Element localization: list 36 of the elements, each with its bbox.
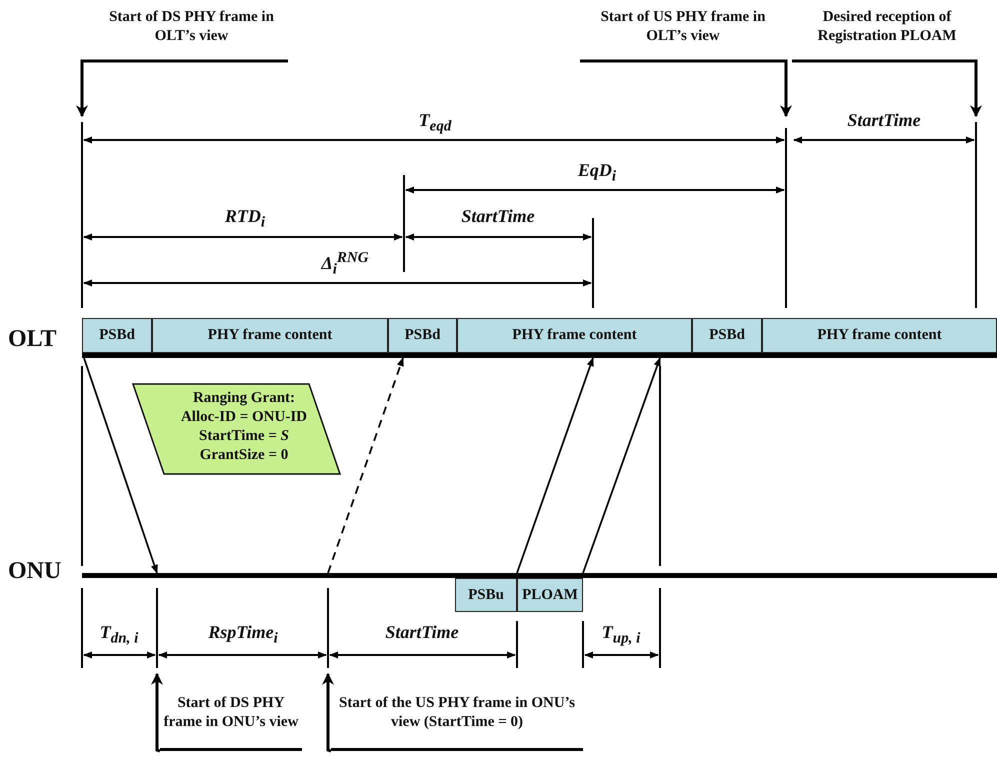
callout-arrow (580, 60, 792, 118)
callout-text: Desired reception of Registration PLOAM (792, 8, 982, 61)
frame-segment: PSBd (388, 318, 457, 353)
signal-arrow (327, 357, 404, 574)
dimension-label: RTD$_{i}$ (224, 206, 266, 232)
dimension-label: T$_{eqd}$ (418, 110, 452, 136)
frame-segment: PHY frame content (762, 318, 997, 353)
frame-segment: PSBd (82, 318, 152, 353)
signal-arrow (83, 358, 158, 574)
timeline-label: OLT (8, 326, 56, 353)
frame-segment: PLOAM (517, 578, 583, 612)
frame-segment: PSBu (455, 578, 517, 612)
dimension-label: StartTime (847, 110, 921, 131)
callout-text: Start of US PHY frame in OLT’s view (580, 8, 786, 61)
callout-arrow (792, 60, 982, 118)
callout-arrow (322, 672, 334, 752)
callout-arrow (76, 60, 288, 118)
callout-text: Start of DS PHY frame in OLT’s view (95, 8, 288, 61)
signal-arrow (582, 357, 661, 574)
frame-segment: PHY frame content (152, 318, 388, 353)
callout-arrow (151, 672, 163, 752)
timeline-bar (82, 353, 997, 358)
callout-text: Start of the US PHY frame in ONU’s view (StartTime = 0) (331, 694, 583, 751)
dimension-label: StartTime (385, 622, 459, 643)
frame-segment: PSBd (692, 318, 762, 353)
message-parallelogram: Ranging Grant: Alloc-ID = ONU-ID StartTime = S GrantSize = 0 (132, 383, 342, 475)
frame-segment: PHY frame content (457, 318, 692, 353)
dimension-label: T$_{up, i}$ (602, 622, 640, 648)
timeline-label: ONU (8, 558, 62, 585)
callout-text: Start of DS PHY frame in ONU’s view (160, 694, 302, 751)
dimension-label: EqD$_{i}$ (578, 160, 616, 186)
dimension-label: StartTime (461, 206, 535, 227)
signal-arrow (516, 357, 594, 574)
dimension-label: RspTime$_{i}$ (208, 622, 278, 648)
timeline-bar (82, 573, 997, 578)
dimension-label: T$_{dn, i}$ (100, 622, 138, 648)
